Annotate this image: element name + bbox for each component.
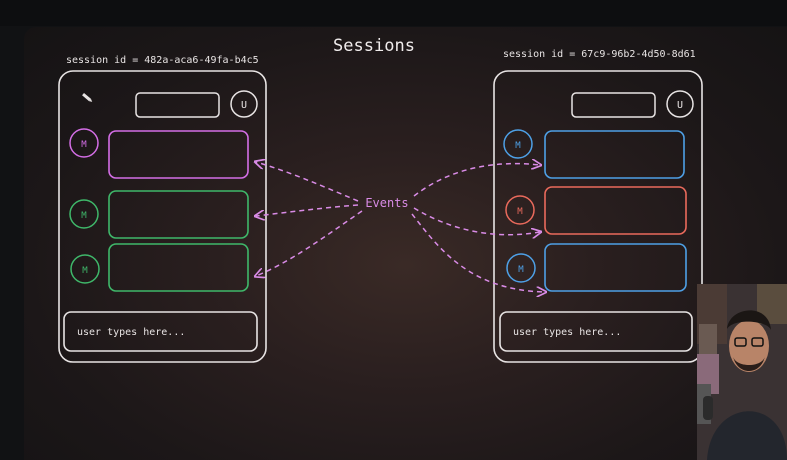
left-message-badge-1-letter: M bbox=[81, 140, 87, 150]
right-message-badge-1 bbox=[503, 129, 533, 159]
left-message-badge-2-letter: M bbox=[81, 211, 87, 221]
right-message-bubble-1 bbox=[544, 130, 685, 179]
right-search-bar[interactable] bbox=[571, 92, 656, 118]
right-message-bubble-3 bbox=[544, 243, 687, 292]
right-input-box[interactable] bbox=[499, 311, 693, 352]
left-message-badge-3 bbox=[70, 254, 100, 284]
left-message-badge-2 bbox=[69, 199, 99, 229]
right-phone-frame bbox=[493, 70, 703, 363]
right-message-badge-2-letter: M bbox=[517, 207, 523, 217]
arrow-events-to-left-bubble-2 bbox=[256, 204, 359, 216]
arrow-events-to-right-bubble-2 bbox=[413, 207, 540, 235]
diagram-title: Sessions bbox=[333, 36, 415, 56]
presenter-figure bbox=[697, 284, 787, 460]
top-bar bbox=[0, 0, 787, 26]
arrow-events-to-right-bubble-3 bbox=[411, 213, 545, 292]
right-avatar-letter: U bbox=[677, 100, 683, 111]
left-avatar[interactable] bbox=[230, 90, 258, 118]
arrow-events-to-left-bubble-3 bbox=[256, 210, 363, 276]
left-input-box[interactable] bbox=[63, 311, 258, 352]
left-session: session id = 482a-aca6-49fa-b4c5 U M M M… bbox=[58, 55, 267, 363]
right-session-id-label: session id = 67c9-96b2-4d50-8d61 bbox=[503, 49, 696, 60]
right-input-placeholder: user types here... bbox=[513, 327, 621, 338]
left-message-bubble-3 bbox=[108, 243, 249, 292]
right-session: session id = 67c9-96b2-4d50-8d61 U M M M… bbox=[493, 49, 703, 363]
left-message-badge-1 bbox=[69, 128, 99, 158]
left-session-id-label: session id = 482a-aca6-49fa-b4c5 bbox=[66, 55, 259, 66]
left-phone-frame bbox=[58, 70, 267, 363]
right-message-badge-1-letter: M bbox=[515, 141, 521, 151]
left-message-bubble-1 bbox=[108, 130, 249, 179]
left-avatar-letter: U bbox=[241, 100, 247, 111]
pencil-icon bbox=[82, 93, 93, 102]
right-message-badge-3-letter: M bbox=[518, 265, 524, 275]
left-message-bubble-2 bbox=[108, 190, 249, 239]
presenter-webcam bbox=[697, 284, 787, 460]
right-avatar[interactable] bbox=[666, 90, 694, 118]
right-message-bubble-2 bbox=[544, 186, 687, 235]
right-message-badge-2 bbox=[505, 195, 535, 225]
arrow-events-to-right-bubble-1 bbox=[413, 164, 540, 197]
events-label: Events bbox=[365, 196, 408, 210]
left-input-placeholder: user types here... bbox=[77, 327, 185, 338]
right-message-badge-3 bbox=[506, 253, 536, 283]
left-search-bar[interactable] bbox=[135, 92, 220, 118]
left-message-badge-3-letter: M bbox=[82, 266, 88, 276]
arrow-events-to-left-bubble-1 bbox=[256, 162, 359, 202]
